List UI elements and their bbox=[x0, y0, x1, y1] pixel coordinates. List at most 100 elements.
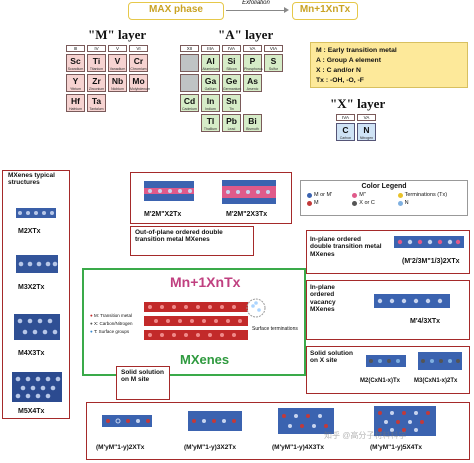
center-legend-x: ● X: Carbon/Nitrogen bbox=[90, 321, 133, 326]
solid-m-label: Solid solution on M site bbox=[121, 369, 164, 384]
max-phase-box bbox=[128, 2, 224, 20]
mxenes-name: MXenes bbox=[180, 352, 230, 367]
element-symbol: Nb bbox=[111, 76, 124, 86]
out-of-plane-struct-2 bbox=[220, 178, 278, 211]
out-of-plane-caption-box: Out-of-plane ordered double transition m… bbox=[130, 226, 254, 256]
solid-m-struct-2 bbox=[186, 408, 244, 439]
out-of-plane-formula-1: M'2M"X2Tx bbox=[144, 211, 182, 218]
element-name: Yttrium bbox=[69, 87, 82, 91]
solid-x-formula-2: M3(CxN1-x)2Tx bbox=[414, 378, 458, 384]
element-symbol: N bbox=[363, 125, 370, 135]
in-plane-formula: (M'2/3M"1/3)2XTx bbox=[402, 258, 460, 265]
vacancy-formula: M'4/3XTx bbox=[410, 318, 441, 325]
out-of-plane-struct-1 bbox=[142, 178, 196, 209]
center-formula: Mn+1XnTx bbox=[170, 274, 241, 290]
element-symbol: Hf bbox=[71, 96, 80, 106]
solid-m-label-box: Solid solution on M site bbox=[116, 366, 170, 400]
typical-struct-3 bbox=[12, 312, 62, 347]
group-label: VA bbox=[357, 114, 376, 121]
pink-dot-icon bbox=[352, 192, 358, 198]
element-name: Bismuth bbox=[246, 127, 259, 131]
element-name: Zirconium bbox=[88, 87, 105, 91]
key-line-m: M : Early transition metal bbox=[316, 47, 397, 54]
element-symbol: Tl bbox=[206, 116, 215, 126]
element-symbol: In bbox=[206, 96, 215, 106]
typical-struct-4 bbox=[10, 370, 64, 409]
element-name: Vanadium bbox=[109, 67, 126, 71]
blue-dot-icon bbox=[307, 192, 312, 198]
solid-m-formula-1: (M'yM"1-y)2XTx bbox=[96, 444, 145, 451]
x-layer-title: "X" layer bbox=[330, 96, 386, 111]
element-name: Tin bbox=[229, 107, 234, 111]
element-name: Lead bbox=[227, 127, 236, 131]
solid-x-label: Solid solution on X site bbox=[310, 350, 353, 365]
group-label: VA bbox=[243, 45, 262, 52]
typical-formula-3: M4X3Tx bbox=[18, 350, 45, 357]
element-symbol: Bi bbox=[248, 116, 257, 126]
element-name: Scandium bbox=[67, 67, 84, 71]
a-layer-title: "A" layer bbox=[218, 27, 274, 42]
element-symbol: V bbox=[114, 56, 121, 66]
double-metal-structure-icon bbox=[144, 181, 194, 201]
group-label: VI bbox=[129, 45, 148, 52]
solid-m-formula-3: (M'yM"1-y)4X3Tx bbox=[272, 444, 324, 451]
element-symbol: Sn bbox=[226, 96, 237, 106]
solid-x-structure-icon-1 bbox=[366, 355, 406, 367]
group-label: IVA bbox=[222, 45, 241, 52]
m2x-structure-icon bbox=[16, 208, 56, 218]
m5x4-structure-icon bbox=[12, 372, 62, 402]
solid-x-formula-1: M2(CxN1-x)Tx bbox=[360, 378, 401, 384]
center-structure bbox=[140, 294, 270, 353]
element-name: Phosphorus bbox=[244, 67, 263, 71]
group-label: XII bbox=[180, 45, 199, 52]
double-metal-thick-structure-icon bbox=[222, 180, 276, 204]
element-name: Aluminium bbox=[202, 67, 219, 71]
legend-item-mprime: M bbox=[307, 200, 352, 206]
legend-item-m: M or M' bbox=[307, 192, 352, 198]
element-symbol: Sc bbox=[70, 56, 81, 66]
grey-dot-icon bbox=[352, 200, 358, 206]
typical-formula-1: M2XTx bbox=[18, 228, 41, 235]
solid-m-formula-2: (M'yM"1-y)3X2Tx bbox=[184, 444, 236, 451]
element-symbol: Ge bbox=[225, 76, 238, 86]
element-symbol: Mo bbox=[132, 76, 145, 86]
element-name: Hafnium bbox=[68, 107, 83, 111]
yellow-dot-icon bbox=[397, 192, 403, 198]
out-of-plane-caption: Out-of-plane ordered double transition m… bbox=[135, 229, 223, 244]
group-label: VIA bbox=[264, 45, 283, 52]
in-plane-structure-icon bbox=[394, 236, 464, 248]
group-label: IV bbox=[87, 45, 106, 52]
group-label: IIIA bbox=[201, 45, 220, 52]
key-line-t: Tx : -OH, -O, -F bbox=[316, 77, 364, 84]
m3x2-structure-icon bbox=[16, 255, 58, 273]
solid-m-structure-icon-1 bbox=[102, 415, 152, 427]
element-name: Chromium bbox=[130, 67, 147, 71]
group-label: III bbox=[66, 45, 85, 52]
group-label: IVA bbox=[336, 114, 355, 121]
element-name: Sulfur bbox=[268, 67, 279, 71]
solid-m-struct-1 bbox=[100, 410, 154, 437]
element-name: Nitrogen bbox=[359, 136, 374, 140]
element-name: Cadmium bbox=[182, 107, 197, 111]
element-symbol: Al bbox=[206, 56, 215, 66]
m4x3-structure-icon bbox=[14, 314, 60, 340]
element-name: Tantalum bbox=[89, 107, 104, 111]
key-line-a: A : Group A element bbox=[316, 57, 381, 64]
m-layer-title: "M" layer bbox=[88, 27, 147, 42]
empty-cell bbox=[180, 74, 199, 92]
typical-formula-4: M5X4Tx bbox=[18, 408, 45, 415]
legend-item-x: X or C bbox=[352, 200, 397, 206]
